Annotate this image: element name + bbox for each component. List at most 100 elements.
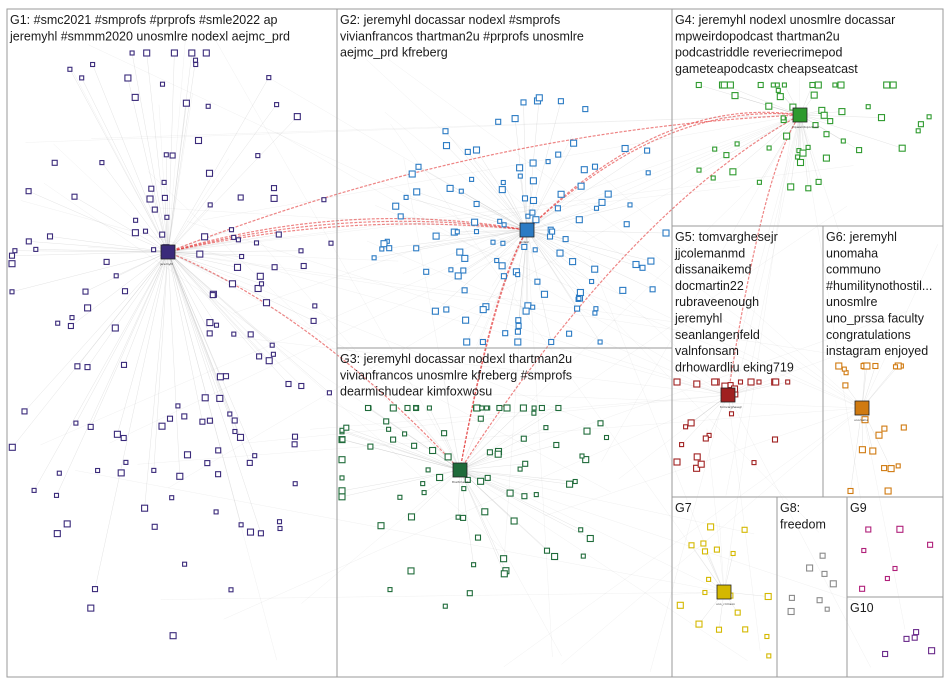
vertex[interactable] xyxy=(500,240,506,246)
vertex[interactable] xyxy=(710,175,716,181)
vertex[interactable] xyxy=(529,177,537,185)
vertex[interactable] xyxy=(687,419,695,427)
vertex[interactable] xyxy=(209,292,216,299)
vertex[interactable] xyxy=(181,413,188,420)
vertex[interactable] xyxy=(498,262,506,270)
vertex[interactable] xyxy=(875,431,883,439)
vertex[interactable] xyxy=(188,49,196,57)
vertex[interactable] xyxy=(469,176,475,182)
vertex[interactable] xyxy=(511,115,519,123)
vertex[interactable] xyxy=(566,480,574,488)
vertex[interactable] xyxy=(815,178,822,185)
vertex[interactable] xyxy=(706,432,712,438)
vertex[interactable] xyxy=(481,508,489,516)
vertex[interactable] xyxy=(911,634,918,641)
vertex[interactable] xyxy=(538,404,545,412)
vertex[interactable] xyxy=(529,209,536,216)
vertex[interactable] xyxy=(461,254,469,262)
vertex[interactable] xyxy=(892,565,898,572)
vertex[interactable] xyxy=(387,587,393,593)
vertex[interactable] xyxy=(827,118,834,125)
vertex[interactable] xyxy=(431,307,439,315)
vertex[interactable] xyxy=(131,229,139,237)
vertex[interactable] xyxy=(869,447,877,455)
vertex[interactable] xyxy=(578,527,584,533)
vertex[interactable] xyxy=(591,163,599,170)
vertex[interactable] xyxy=(520,99,527,106)
vertex[interactable] xyxy=(695,620,703,628)
vertex[interactable] xyxy=(463,338,471,346)
vertex[interactable] xyxy=(164,214,170,220)
vertex[interactable] xyxy=(592,310,598,316)
vertex[interactable] xyxy=(515,322,522,329)
vertex[interactable] xyxy=(216,394,224,402)
vertex[interactable] xyxy=(228,280,237,288)
vertex[interactable] xyxy=(532,216,540,224)
vertex[interactable] xyxy=(821,570,828,577)
vertex[interactable] xyxy=(693,453,701,461)
vertex[interactable] xyxy=(228,587,234,593)
vertex[interactable] xyxy=(460,514,467,521)
vertex[interactable] xyxy=(917,121,924,128)
vertex[interactable] xyxy=(33,246,39,252)
vertex[interactable] xyxy=(696,167,702,173)
vertex[interactable] xyxy=(216,373,224,381)
vertex[interactable] xyxy=(386,245,393,252)
vertex[interactable] xyxy=(63,520,71,528)
vertex[interactable] xyxy=(627,202,633,208)
vertex[interactable] xyxy=(142,228,149,234)
vertex[interactable] xyxy=(159,81,166,87)
vertex[interactable] xyxy=(556,249,564,257)
vertex[interactable] xyxy=(865,526,872,533)
vertex[interactable] xyxy=(715,626,723,633)
vertex[interactable] xyxy=(490,239,496,245)
vertex[interactable] xyxy=(847,487,854,495)
vertex[interactable] xyxy=(386,426,392,432)
vertex[interactable] xyxy=(206,319,214,327)
vertex[interactable] xyxy=(338,456,346,464)
vertex[interactable] xyxy=(562,236,569,243)
vertex[interactable] xyxy=(271,264,278,271)
vertex[interactable] xyxy=(262,299,271,307)
vertex[interactable] xyxy=(486,449,493,456)
vertex[interactable] xyxy=(726,81,734,89)
vertex[interactable] xyxy=(458,188,464,194)
vertex[interactable] xyxy=(799,149,807,157)
vertex[interactable] xyxy=(787,607,795,616)
vertex[interactable] xyxy=(276,519,283,525)
vertex[interactable] xyxy=(298,248,304,254)
vertex[interactable] xyxy=(300,262,307,270)
vertex[interactable] xyxy=(841,366,847,372)
vertex[interactable] xyxy=(377,522,385,530)
vertex[interactable] xyxy=(926,114,932,120)
vertex[interactable] xyxy=(403,194,409,200)
vertex[interactable] xyxy=(407,567,415,575)
vertex[interactable] xyxy=(751,460,757,466)
vertex[interactable] xyxy=(632,260,640,269)
vertex[interactable] xyxy=(151,467,157,473)
vertex[interactable] xyxy=(193,61,199,68)
vertex[interactable] xyxy=(701,548,709,555)
vertex[interactable] xyxy=(554,205,561,212)
vertex[interactable] xyxy=(500,273,507,280)
vertex[interactable] xyxy=(175,403,181,409)
vertex[interactable] xyxy=(517,466,523,472)
vertex[interactable] xyxy=(477,415,484,422)
vertex[interactable] xyxy=(95,467,101,474)
vertex[interactable] xyxy=(326,390,332,396)
hub-vertex[interactable] xyxy=(452,462,468,478)
vertex[interactable] xyxy=(525,213,531,219)
vertex[interactable] xyxy=(169,495,175,501)
vertex[interactable] xyxy=(113,430,121,438)
vertex[interactable] xyxy=(535,94,543,102)
vertex[interactable] xyxy=(270,185,278,192)
vertex[interactable] xyxy=(269,342,275,348)
vertex[interactable] xyxy=(247,331,254,338)
vertex[interactable] xyxy=(239,253,245,260)
vertex[interactable] xyxy=(67,66,73,72)
vertex[interactable] xyxy=(159,231,166,238)
vertex[interactable] xyxy=(771,436,779,443)
vertex[interactable] xyxy=(543,425,549,431)
vertex[interactable] xyxy=(580,166,588,174)
vertex[interactable] xyxy=(270,351,276,357)
